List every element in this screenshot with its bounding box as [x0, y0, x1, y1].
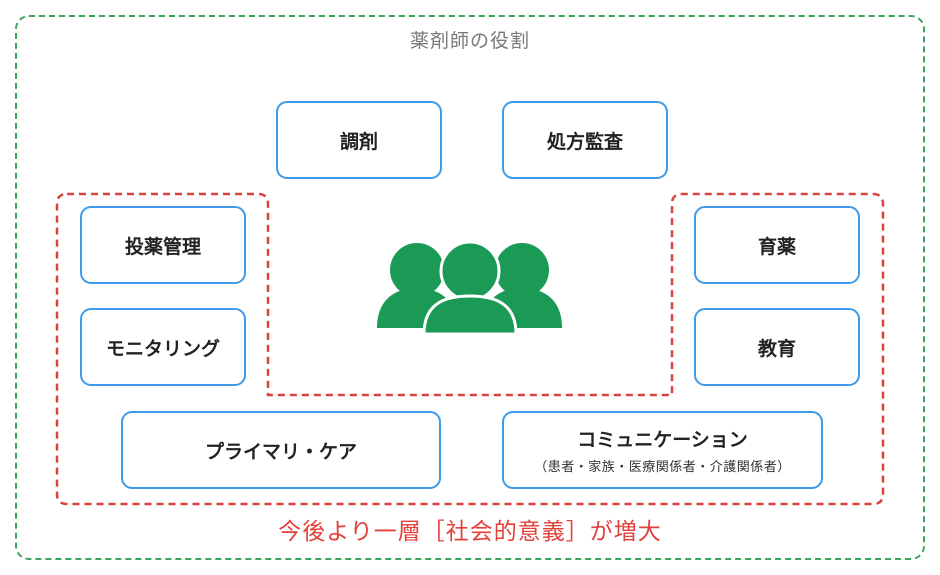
- role-education-label: 教育: [757, 337, 796, 360]
- role-communication-detail: （患者・家族・医療関係者・介護関係者）: [534, 460, 791, 475]
- role-drug-development: 育薬: [694, 206, 860, 284]
- role-drug-development-label: 育薬: [757, 235, 796, 258]
- role-primary-care: プライマリ・ケア: [121, 411, 441, 489]
- role-prescription-audit-label: 処方監査: [546, 130, 623, 153]
- role-education: 教育: [694, 308, 860, 386]
- role-primary-care-label: プライマリ・ケア: [204, 440, 357, 463]
- role-medication-management-label: 投薬管理: [124, 235, 201, 258]
- role-dispensing-label: 調剤: [339, 130, 378, 153]
- outer-frame: [15, 15, 925, 560]
- role-monitoring-label: モニタリング: [105, 337, 220, 360]
- diagram-title: 薬剤師の役割: [409, 30, 530, 52]
- role-monitoring: モニタリング: [80, 308, 246, 386]
- role-prescription-audit: 処方監査: [502, 101, 668, 179]
- role-medication-management: 投薬管理: [80, 206, 246, 284]
- role-dispensing: 調剤: [276, 101, 442, 179]
- role-communication: コミュニケーション （患者・家族・医療関係者・介護関係者）: [502, 411, 823, 489]
- people-group-icon: [377, 240, 562, 336]
- footer-note: 今後より一層［社会的意義］が増大: [278, 519, 662, 545]
- role-communication-label: コミュニケーション: [577, 429, 748, 451]
